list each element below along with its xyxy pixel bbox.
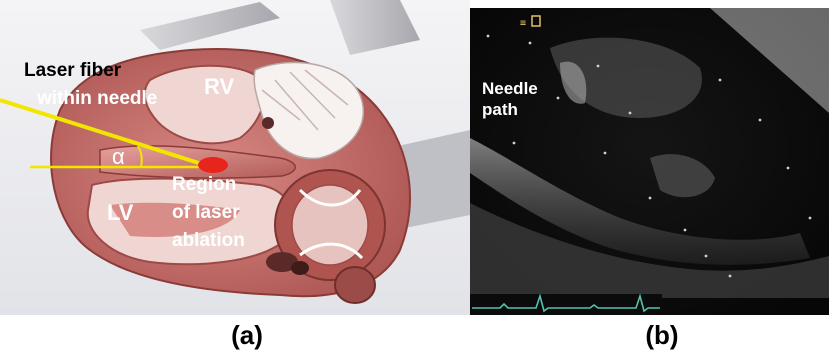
logo-glyph-1: ≡ bbox=[520, 18, 526, 29]
laser-fiber-label-line1: Laser fiber bbox=[24, 60, 122, 81]
valve-opening bbox=[262, 117, 274, 129]
panel-b-caption: (b) bbox=[622, 320, 702, 351]
panel-a-caption: (a) bbox=[207, 320, 287, 351]
region-label-line1: Region bbox=[172, 174, 236, 195]
vessel-bottom bbox=[335, 267, 375, 303]
needle-path-label-line1: Needle bbox=[482, 79, 538, 98]
needle-path-label-line2: path bbox=[482, 100, 518, 119]
ecg-strip bbox=[470, 294, 662, 315]
laser-fiber-label-line2: within needle bbox=[36, 88, 157, 109]
alpha-label: α bbox=[112, 144, 125, 169]
heart-illustration: Laser fiber within needle RV α LV Region… bbox=[0, 0, 470, 315]
ultrasound-image: ≡ Needle path bbox=[470, 8, 829, 315]
ablation-spot bbox=[198, 157, 228, 173]
lv-label: LV bbox=[107, 200, 134, 225]
region-label-line3: ablation bbox=[172, 230, 245, 251]
rv-label: RV bbox=[204, 74, 234, 99]
region-label-line2: of laser bbox=[172, 202, 240, 223]
ultrasound-panel: ≡ Needle path bbox=[470, 8, 829, 315]
coronary-opening-2 bbox=[291, 261, 309, 275]
heart-illustration-panel: Laser fiber within needle RV α LV Region… bbox=[0, 0, 470, 315]
